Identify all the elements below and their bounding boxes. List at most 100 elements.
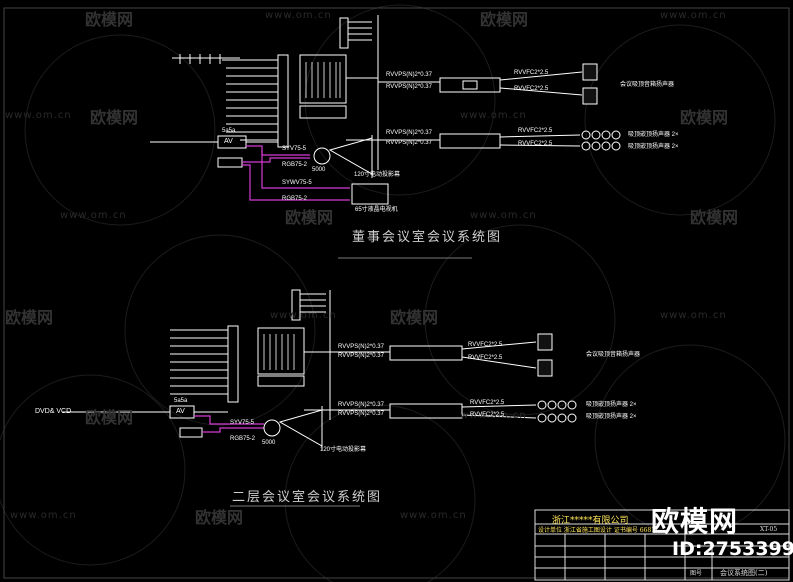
- big-watermark-brand: 欧模网: [651, 505, 739, 538]
- d2-cable-label: RVVFC2*2.5: [470, 400, 505, 406]
- d2-video-lines: [194, 415, 264, 433]
- d2-mixer: [257, 327, 305, 375]
- d2-speaker-note: 吸顶嵌顶扬声器 2×: [586, 414, 637, 420]
- d1-cable-label: RVVFC2*2.5: [514, 86, 549, 92]
- watermark-circles: [0, 4, 786, 582]
- d1-cable-label: RVVPS(N)2*0.37: [386, 84, 432, 90]
- d1-screen-label: 120寸电动投影幕: [354, 172, 401, 178]
- d1-amplifier-2: [439, 133, 501, 149]
- d2-ceiling-speakers: [537, 400, 577, 423]
- d2-cable-label: RVVPS(N)2*0.37: [338, 353, 384, 359]
- tb-sheet-code: XT-05: [760, 526, 778, 533]
- tb-row2: 设计单位 浙江省施工图设计 证书编号 6681: [538, 527, 655, 534]
- d2-amplifier-2: [389, 403, 463, 419]
- d2-top-device: [291, 289, 301, 321]
- d1-ceiling-speakers: [581, 130, 621, 151]
- d2-projector-beam: [278, 409, 323, 447]
- d1-cable-label: RVVFC2*2.5: [518, 141, 553, 147]
- d2-av-label: AV: [176, 408, 185, 415]
- watermark-brand: 欧模网: [85, 10, 134, 29]
- d1-speaker-note: 吸顶嵌顶扬声器 2×: [628, 144, 679, 150]
- watermark-site: www.om.cn: [5, 110, 72, 121]
- d2-av-top-label: 5a5a: [174, 398, 188, 404]
- d2-title: 二层会议室会议系统图: [232, 490, 383, 505]
- d2-input-lines: [170, 329, 228, 395]
- d2-mixer-faders: [263, 334, 295, 370]
- watermark-site: www.om.cn: [60, 210, 127, 221]
- d1-microphone-row: [172, 54, 240, 64]
- d2-dvd-label: DVD& VCD: [35, 408, 72, 415]
- d2-processor: [257, 375, 305, 387]
- watermark-site: www.om.cn: [400, 510, 467, 521]
- watermark-site: www.om.cn: [460, 410, 527, 421]
- watermark-brand: 欧模网: [195, 508, 244, 527]
- d1-tv-label: 65寸液晶电视机: [355, 207, 398, 213]
- d2-cable-label: RVVFC2*2.5: [470, 412, 505, 418]
- d2-top-lines: [300, 293, 326, 313]
- watermark-brand: 欧模网: [90, 108, 139, 127]
- d2-video-label: RGB75-2: [230, 436, 256, 442]
- d1-tv: [351, 183, 389, 205]
- watermark-brand: 欧模网: [690, 208, 739, 227]
- drawing-border: [3, 7, 790, 579]
- d1-video-label: RGB75-2: [282, 196, 308, 202]
- d1-projector: [313, 147, 331, 165]
- watermark-site: www.om.cn: [460, 110, 527, 121]
- d2-cable-label: RVVFC2*2.5: [468, 342, 503, 348]
- d2-speaker-note: 会议吸顶音箱扬声器: [586, 352, 641, 358]
- tb-sheet-label: 图号: [690, 570, 703, 577]
- d1-cable-label: RVVPS(N)2*0.37: [386, 130, 432, 136]
- d1-video-label: RGB75-2: [282, 162, 308, 168]
- d2-cable-label: RVVPS(N)2*0.37: [338, 344, 384, 350]
- watermark-site: www.om.cn: [10, 510, 77, 521]
- d1-speaker-note: 吸顶嵌顶扬声器 2×: [628, 132, 679, 138]
- d2-screen-label: 120寸电动投影幕: [320, 447, 367, 453]
- d1-cable-label: RVVFC2*2.5: [518, 128, 553, 134]
- watermark-id: ID:2753399: [672, 538, 793, 560]
- d1-mixer: [299, 54, 347, 104]
- d1-vga-box: [217, 157, 243, 168]
- d2-matrix-strip: [227, 325, 239, 403]
- d1-input-lines: [222, 59, 278, 141]
- d1-av-top-label: 5a5a: [222, 128, 236, 134]
- d2-speaker-2: [537, 359, 553, 377]
- d1-matrix-strip: [277, 54, 289, 148]
- watermark-brand: 欧模网: [285, 208, 334, 227]
- watermark-site: www.om.cn: [470, 210, 537, 221]
- d2-video-label: SYV75-5: [230, 420, 255, 426]
- d1-speaker-1: [582, 63, 598, 81]
- watermark-site: www.om.cn: [660, 310, 727, 321]
- d1-cable-label: RVVPS(N)2*0.37: [386, 140, 432, 146]
- d1-av-label: AV: [224, 138, 233, 145]
- d2-cable-label: RVVPS(N)2*0.37: [338, 402, 384, 408]
- tb-drawing-name: 会议系统图(二): [720, 569, 768, 577]
- d1-speaker-2: [582, 87, 598, 105]
- watermark-brand: 欧模网: [85, 408, 134, 427]
- diagram2-group: [62, 289, 577, 507]
- d1-projector-beam: [328, 137, 373, 175]
- d1-processor: [299, 105, 347, 119]
- diagram1-group: [150, 15, 621, 259]
- watermark-site: www.om.cn: [660, 10, 727, 21]
- d1-title: 董事会议室会议系统图: [352, 230, 503, 245]
- d1-mixer-faders: [305, 62, 341, 98]
- d2-speaker-note: 吸顶嵌顶扬声器 2×: [586, 402, 637, 408]
- d1-top-lines: [348, 21, 372, 41]
- watermark-site: www.om.cn: [270, 310, 337, 321]
- d2-amplifier-1: [389, 345, 463, 361]
- d2-vga-box: [179, 427, 203, 438]
- watermark-brand: 欧模网: [680, 108, 729, 127]
- d2-projector-label: 5000: [262, 440, 276, 446]
- d2-cable-label: RVVFC2*2.5: [468, 355, 503, 361]
- d1-cable-label: RVVPS(N)2*0.37: [386, 72, 432, 78]
- watermark-site: www.om.cn: [265, 10, 332, 21]
- d1-video-lines: [242, 145, 350, 201]
- watermark-brand: 欧模网: [390, 308, 439, 327]
- d1-amplifier-1: [439, 77, 501, 93]
- d2-projector: [263, 419, 281, 437]
- d1-top-device: [339, 17, 349, 49]
- d1-projector-label: 5000: [312, 167, 326, 173]
- title-block-grid: [534, 509, 790, 581]
- d2-cable-label: RVVPS(N)2*0.37: [338, 411, 384, 417]
